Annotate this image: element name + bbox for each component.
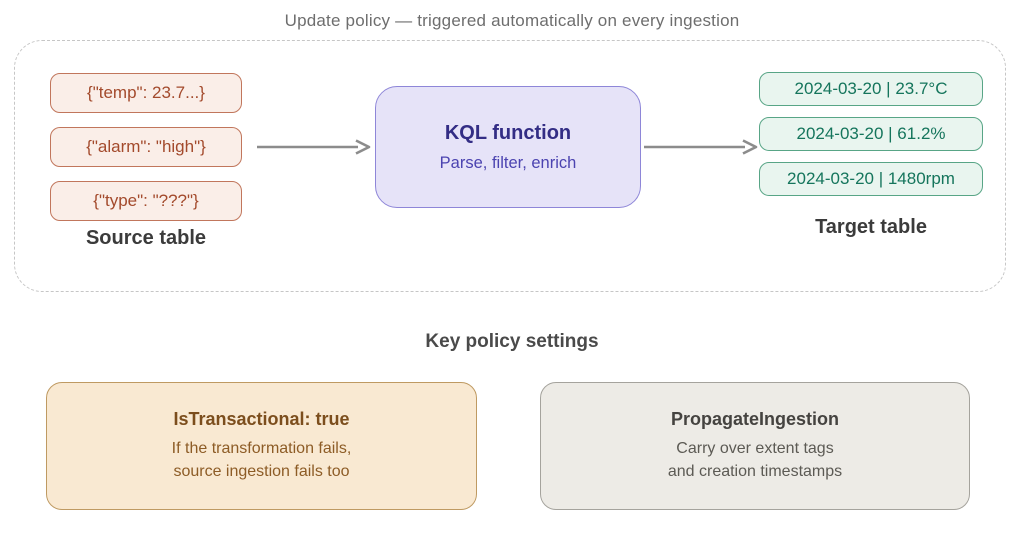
key-policy-settings-heading: Key policy settings (425, 331, 599, 352)
is-transactional-line-2: source ingestion fails too (173, 463, 350, 480)
is-transactional-line-1: If the transformation fails, (171, 440, 352, 457)
is-transactional-title: IsTransactional: true (173, 409, 350, 429)
arrow-right-icon (644, 139, 758, 155)
source-row-alarm: {"alarm": "high"} (50, 127, 242, 167)
kql-function-box: KQL function Parse, filter, enrich (375, 86, 641, 208)
source-row-type: {"type": "???"} (50, 181, 242, 221)
arrow-right-icon (257, 139, 371, 155)
source-table-label: Source table (85, 227, 207, 249)
target-row-temp: 2024-03-20 | 23.7°C (759, 72, 983, 106)
target-row-humidity: 2024-03-20 | 61.2% (759, 117, 983, 151)
kql-function-subtitle: Parse, filter, enrich (439, 153, 577, 172)
is-transactional-card: IsTransactional: true If the transformat… (46, 382, 477, 510)
update-policy-frame (14, 40, 1006, 292)
propagate-ingestion-card: PropagateIngestion Carry over extent tag… (540, 382, 970, 510)
source-row-temp: {"temp": 23.7...} (50, 73, 242, 113)
target-table-label: Target table (815, 216, 927, 238)
kql-function-title: KQL function (444, 121, 572, 144)
propagate-ingestion-title: PropagateIngestion (670, 409, 840, 429)
propagate-ingestion-line-2: and creation timestamps (667, 463, 843, 480)
diagram-title: Update policy — triggered automatically … (284, 11, 740, 30)
target-row-rpm: 2024-03-20 | 1480rpm (759, 162, 983, 196)
propagate-ingestion-line-1: Carry over extent tags (676, 440, 834, 457)
